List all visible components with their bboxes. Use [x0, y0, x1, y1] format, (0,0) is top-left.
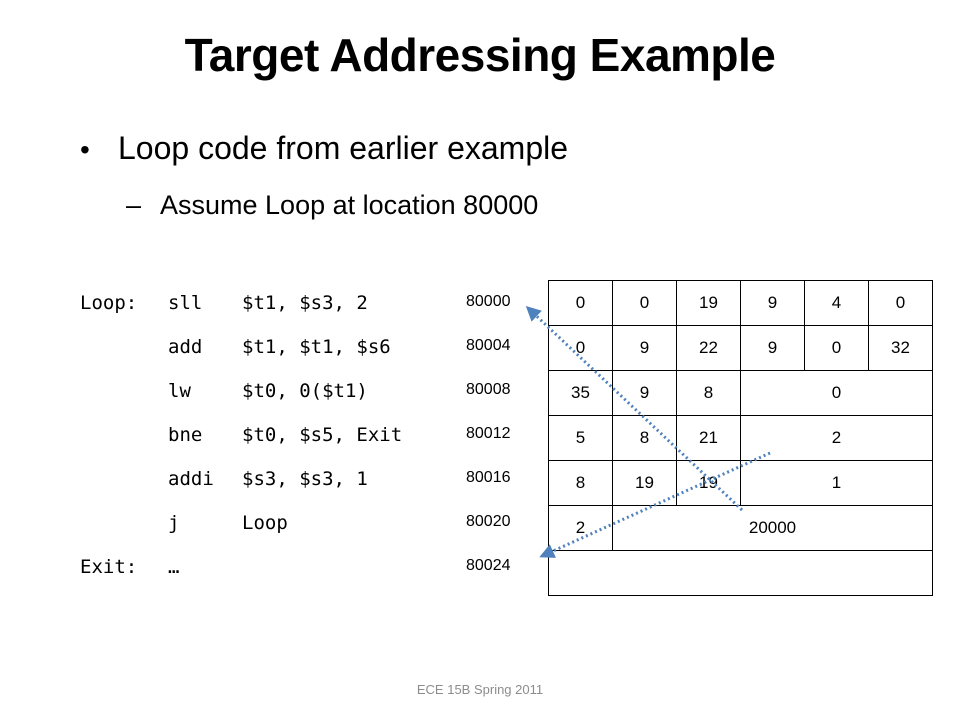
- instruction-address: 80012: [466, 425, 511, 442]
- instruction-address: 80020: [466, 513, 511, 530]
- field-cell: 8: [612, 415, 677, 461]
- field-cell: 9: [612, 370, 677, 416]
- field-cell: 0: [804, 325, 869, 371]
- field-cell: 9: [612, 325, 677, 371]
- field-cell: 8: [548, 460, 613, 506]
- field-cell: 20000: [612, 505, 933, 551]
- field-cell: 0: [548, 280, 613, 326]
- field-cell: 19: [676, 460, 741, 506]
- slide-footer: ECE 15B Spring 2011: [416, 682, 544, 697]
- instruction-address: 80008: [466, 381, 511, 398]
- field-cell: 0: [548, 325, 613, 371]
- field-cell: 1: [740, 460, 933, 506]
- field-cell: 5: [548, 415, 613, 461]
- field-cell: 19: [612, 460, 677, 506]
- instruction-address: 80004: [466, 337, 511, 354]
- field-cell: 2: [740, 415, 933, 461]
- instruction-address: 80024: [466, 557, 511, 574]
- code-opcode: bne: [168, 424, 203, 446]
- code-opcode: addi: [168, 468, 214, 490]
- field-cell: 9: [740, 280, 805, 326]
- code-label: Loop:: [80, 292, 138, 314]
- table-row: [548, 550, 933, 596]
- sub-bullet-text: Assume Loop at location 80000: [160, 190, 539, 220]
- table-row: 0 0 19 9 4 0: [548, 280, 933, 326]
- code-opcode: add: [168, 336, 203, 358]
- field-cell: 35: [548, 370, 613, 416]
- table-row: 0 9 22 9 0 32: [548, 325, 933, 371]
- field-cell: 0: [868, 280, 933, 326]
- field-cell: 0: [612, 280, 677, 326]
- code-operands: Loop: [242, 512, 288, 534]
- field-cell: 21: [676, 415, 741, 461]
- field-cell: 4: [804, 280, 869, 326]
- instruction-address: 80016: [466, 469, 511, 486]
- code-operands: $t1, $t1, $s6: [242, 336, 391, 358]
- machine-code-table: 0 0 19 9 4 0 0 9 22 9 0 32 35 9 8 0 5 8 …: [548, 280, 933, 596]
- field-cell: 22: [676, 325, 741, 371]
- field-cell: 0: [740, 370, 933, 416]
- field-cell: 2: [548, 505, 613, 551]
- field-cell: 8: [676, 370, 741, 416]
- field-cell: 9: [740, 325, 805, 371]
- slide-title: Target Addressing Example: [184, 29, 776, 81]
- bullet-text: Loop code from earlier example: [118, 130, 569, 166]
- code-opcode: sll: [168, 292, 203, 314]
- code-opcode: …: [168, 556, 180, 578]
- code-opcode: lw: [168, 380, 191, 402]
- instruction-address: 80000: [466, 293, 511, 310]
- table-row: 35 9 8 0: [548, 370, 933, 416]
- code-operands: $t0, 0($t1): [242, 380, 368, 402]
- code-label: Exit:: [80, 556, 138, 578]
- code-opcode: j: [168, 512, 180, 534]
- table-row: 5 8 21 2: [548, 415, 933, 461]
- table-row: 2 20000: [548, 505, 933, 551]
- dash-icon: –: [126, 190, 142, 220]
- field-cell: 32: [868, 325, 933, 371]
- bullet-dot-icon: •: [80, 134, 90, 165]
- table-row: 8 19 19 1: [548, 460, 933, 506]
- sub-bullet-item: –Assume Loop at location 80000: [126, 190, 538, 221]
- code-operands: $t0, $s5, Exit: [242, 424, 403, 446]
- code-operands: $s3, $s3, 1: [242, 468, 368, 490]
- field-cell: 19: [676, 280, 741, 326]
- field-cell: [548, 550, 933, 596]
- code-operands: $t1, $s3, 2: [242, 292, 368, 314]
